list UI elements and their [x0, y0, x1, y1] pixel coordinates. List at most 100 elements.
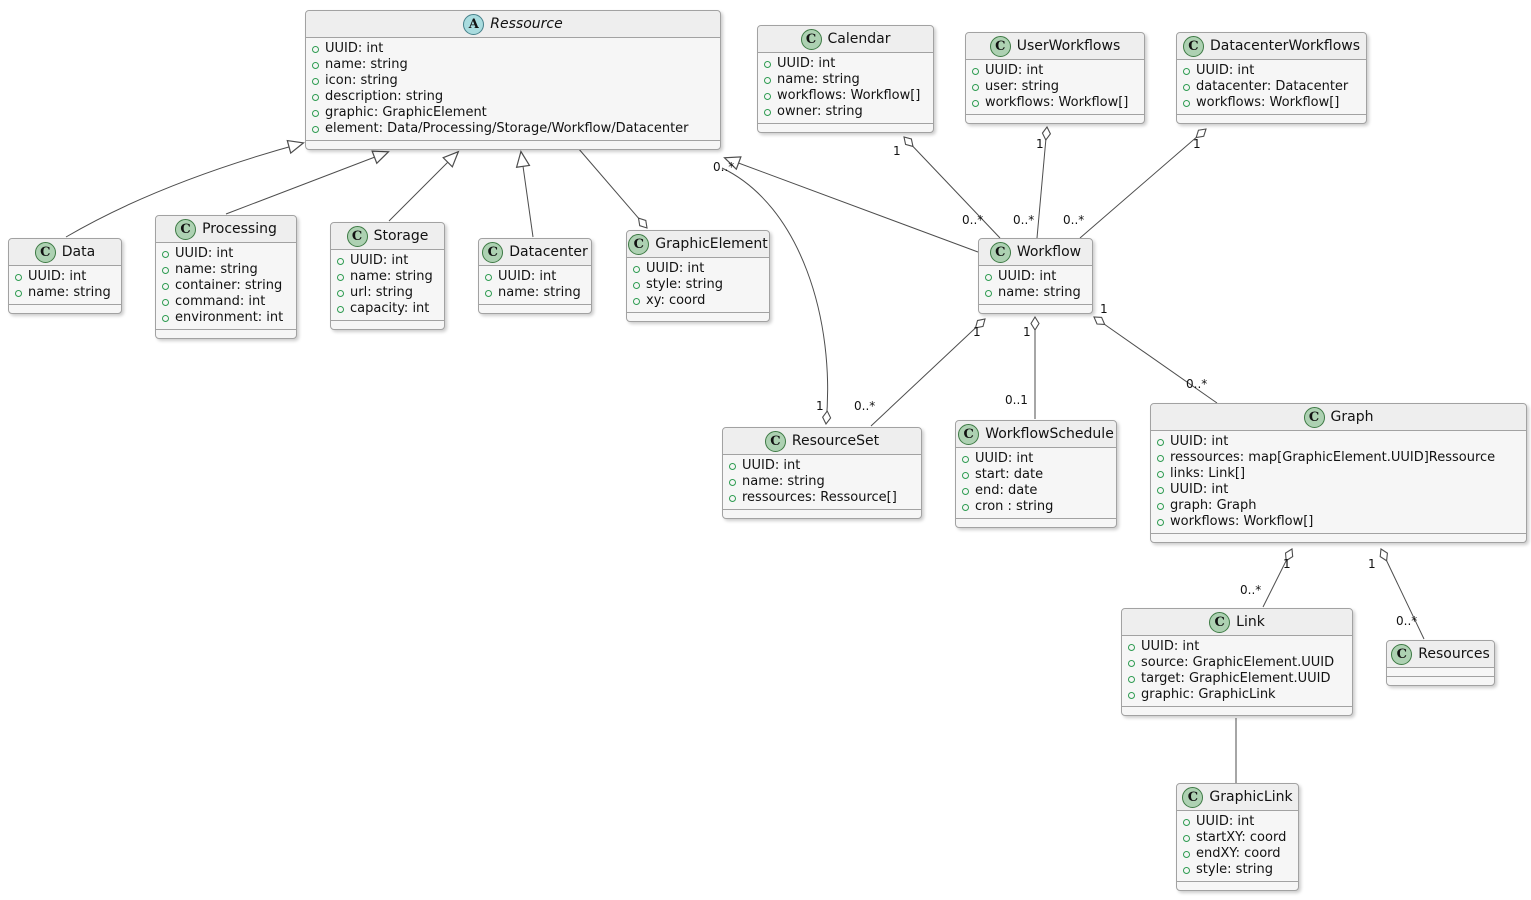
class-header: C Datacenter	[479, 239, 591, 266]
visibility-icon	[1128, 643, 1135, 651]
class-datacenter: C Datacenter UUID: int name: string	[478, 238, 592, 314]
class-userworkflows: C UserWorkflows UUID: int user: string w…	[965, 32, 1145, 124]
multiplicity-label: 0..1	[1005, 393, 1028, 407]
edge-workflow-generalization	[723, 156, 979, 253]
class-link: C Link UUID: int source: GraphicElement.…	[1121, 608, 1353, 716]
visibility-icon	[985, 273, 992, 281]
class-icon: C	[628, 233, 650, 255]
multiplicity-label: 0..*	[1063, 213, 1085, 227]
attribute: style: string	[646, 277, 724, 292]
class-header: C Resources	[1387, 641, 1494, 668]
attribute: environment: int	[175, 310, 284, 325]
multiplicity-label: 1	[893, 144, 901, 158]
multiplicity-label: 1	[1036, 137, 1044, 151]
attribute: datacenter: Datacenter	[1196, 79, 1349, 94]
visibility-icon	[485, 273, 492, 281]
visibility-icon	[162, 250, 169, 258]
visibility-icon	[729, 478, 736, 486]
edge-resourceset-ressource-aggregation	[721, 167, 828, 424]
class-name: Processing	[202, 221, 277, 237]
visibility-icon	[962, 487, 969, 495]
class-datacenterworkflows: C DatacenterWorkflows UUID: int datacent…	[1176, 32, 1367, 124]
visibility-icon	[1183, 866, 1190, 874]
visibility-icon	[1128, 675, 1135, 683]
attribute: UUID: int	[175, 246, 234, 261]
class-name: Storage	[373, 228, 429, 244]
visibility-icon	[337, 257, 344, 265]
class-name: Link	[1236, 614, 1265, 630]
class-name: Data	[61, 244, 96, 260]
class-name: UserWorkflows	[1016, 38, 1121, 54]
attribute: target: GraphicElement.UUID	[1141, 671, 1331, 686]
class-processing: C Processing UUID: int name: string cont…	[155, 215, 297, 339]
visibility-icon	[633, 297, 640, 305]
edge-datacenterworkflows-workflow-aggregation	[1079, 129, 1206, 239]
attribute: endXY: coord	[1196, 846, 1281, 861]
visibility-icon	[312, 93, 319, 101]
class-name: Graph	[1330, 409, 1374, 425]
visibility-icon	[162, 298, 169, 306]
attribute: name: string	[742, 474, 825, 489]
multiplicity-label: 0..*	[1396, 614, 1418, 628]
attribute: UUID: int	[777, 56, 836, 71]
edge-datacenter-generalization	[515, 150, 534, 238]
class-header: C Link	[1122, 609, 1352, 636]
visibility-icon	[337, 305, 344, 313]
visibility-icon	[962, 455, 969, 463]
attribute: UUID: int	[28, 269, 87, 284]
class-icon: C	[34, 241, 56, 263]
attribute: UUID: int	[1196, 814, 1255, 829]
attribute: source: GraphicElement.UUID	[1141, 655, 1335, 670]
attribute: name: string	[998, 285, 1081, 300]
attribute: UUID: int	[975, 451, 1034, 466]
attribute: workflows: Workflow[]	[777, 88, 921, 103]
attribute: UUID: int	[742, 458, 801, 473]
edge-graph-link-aggregation	[1262, 549, 1292, 608]
class-graphicelement: C GraphicElement UUID: int style: string…	[626, 230, 770, 322]
class-graphiclink: C GraphicLink UUID: int startXY: coord e…	[1176, 783, 1299, 891]
attribute: UUID: int	[350, 253, 409, 268]
multiplicity-label: 0..*	[1013, 213, 1035, 227]
multiplicity-label: 0..*	[713, 160, 735, 174]
multiplicity-label: 1	[1023, 325, 1031, 339]
visibility-icon	[633, 265, 640, 273]
class-header: C Data	[9, 239, 121, 266]
attribute: ressources: map[GraphicElement.UUID]Ress…	[1170, 450, 1496, 465]
class-icon: C	[989, 241, 1011, 263]
attribute: graph: Graph	[1170, 498, 1257, 513]
visibility-icon	[312, 61, 319, 69]
class-ressource: A Ressource UUID: int name: string icon:…	[305, 10, 721, 150]
abstract-class-icon: A	[463, 13, 485, 35]
visibility-icon	[312, 77, 319, 85]
multiplicity-label: 1	[1368, 557, 1376, 571]
class-name: Workflow	[1016, 244, 1082, 260]
visibility-icon	[764, 60, 771, 68]
visibility-icon	[729, 494, 736, 502]
class-icon: C	[482, 241, 504, 263]
visibility-icon	[312, 109, 319, 117]
visibility-icon	[162, 314, 169, 322]
multiplicity-label: 1	[973, 325, 981, 339]
class-header: C WorkflowSchedule	[956, 421, 1116, 448]
attribute: capacity: int	[350, 301, 430, 316]
multiplicity-label: 0..*	[1240, 583, 1262, 597]
visibility-icon	[312, 45, 319, 53]
class-name: Datacenter	[509, 244, 588, 260]
class-icon: C	[1391, 643, 1413, 665]
attribute: url: string	[350, 285, 414, 300]
class-icon: C	[958, 423, 980, 445]
class-icon: C	[1182, 35, 1204, 57]
attribute: name: string	[325, 57, 408, 72]
visibility-icon	[764, 108, 771, 116]
attribute: UUID: int	[646, 261, 705, 276]
visibility-icon	[1183, 818, 1190, 826]
visibility-icon	[972, 83, 979, 91]
multiplicity-label: 1	[1283, 557, 1291, 571]
attribute: name: string	[28, 285, 111, 300]
class-header: C Graph	[1151, 404, 1526, 431]
class-icon: C	[1182, 786, 1204, 808]
visibility-icon	[1183, 67, 1190, 75]
class-header: C Processing	[156, 216, 296, 243]
